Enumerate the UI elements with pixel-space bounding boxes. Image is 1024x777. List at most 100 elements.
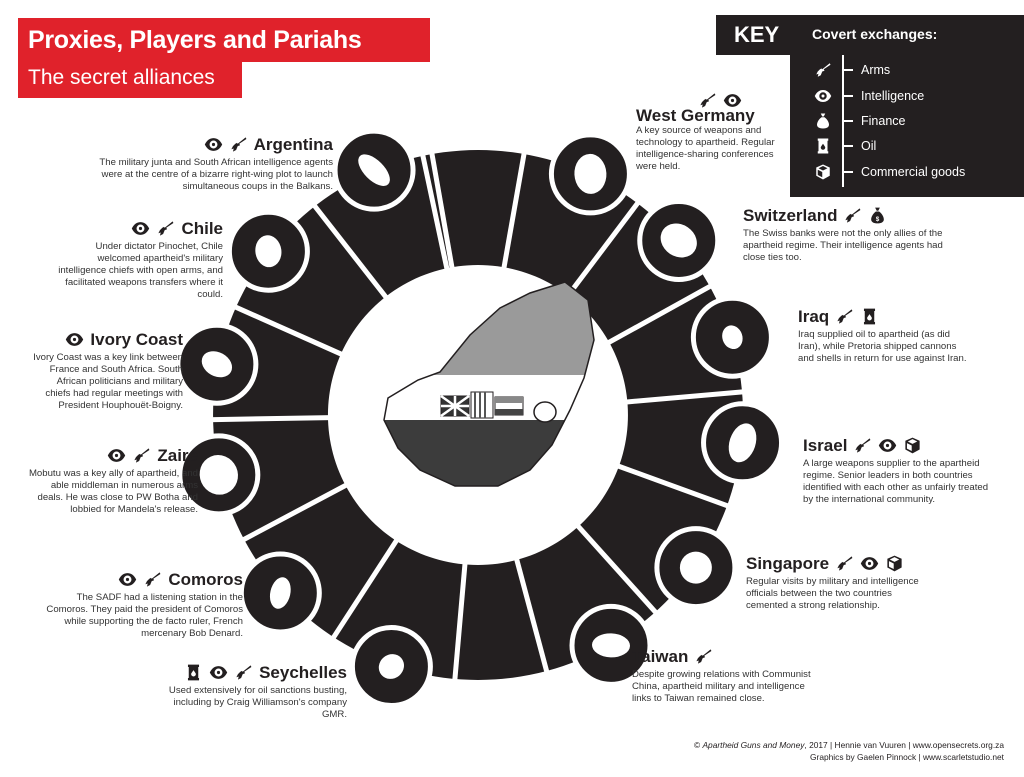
singapore-silhouette: [679, 551, 712, 584]
money-bag-icon: [814, 112, 832, 130]
seychelles-silhouette: [378, 654, 404, 679]
eye-icon: [118, 570, 137, 589]
box-icon: [885, 554, 904, 573]
header-banner: Proxies, Players and Pariahs: [18, 18, 430, 62]
key-label: KEY: [716, 15, 792, 55]
eye-icon: [860, 554, 879, 573]
country-name: Taiwan: [632, 646, 689, 666]
ring: [213, 150, 744, 680]
map-node-comoros: [238, 551, 322, 635]
country-name: Israel: [803, 435, 848, 455]
arms-icon: [156, 219, 175, 238]
key-item-oil: Oil: [814, 136, 876, 156]
ring-separator: [207, 415, 331, 423]
arms-icon: [853, 436, 872, 455]
ring-separator: [565, 197, 643, 299]
dutch-flag: [470, 391, 494, 419]
box-icon: [814, 163, 832, 181]
eye-icon: [209, 663, 228, 682]
map-node-israel: [701, 401, 785, 485]
arms-icon: [143, 570, 162, 589]
eye-icon: [107, 446, 126, 465]
arms-icon: [132, 446, 151, 465]
country-description: The SADF had a listening station in the …: [46, 592, 243, 639]
book-title: Apartheid Guns and Money: [702, 740, 805, 750]
switzerland-silhouette: [660, 223, 697, 258]
eye-icon: [814, 87, 832, 105]
chile-silhouette: [255, 235, 282, 268]
map-node-taiwan: [569, 603, 653, 687]
country-name: Comoros: [168, 569, 243, 589]
map-node-zaire: [177, 433, 261, 517]
oil-barrel-icon: [814, 137, 832, 155]
arms-icon: [694, 647, 713, 666]
box-icon: [903, 436, 922, 455]
ring-separator: [501, 148, 528, 270]
ring-separator: [328, 537, 400, 643]
key-heading: Covert exchanges:: [812, 26, 938, 42]
country-name: Iraq: [798, 306, 830, 326]
eye-icon: [131, 219, 150, 238]
map-node-seychelles: [349, 625, 433, 709]
eye-icon: [65, 330, 84, 349]
map-node-argentina: [332, 128, 416, 212]
ivory-coast-silhouette: [201, 351, 233, 378]
ring-separator: [625, 388, 748, 405]
ring-separator: [575, 523, 661, 618]
country-name: Ivory Coast: [90, 329, 183, 349]
arms-icon: [814, 61, 832, 79]
comoros-silhouette: [269, 577, 291, 609]
money-bag-icon: [868, 206, 887, 225]
ring-separator: [230, 302, 344, 358]
country-name: Argentina: [253, 134, 333, 154]
ring-separator: [451, 562, 468, 685]
ring-separator: [238, 482, 349, 544]
key-item-intelligence: Intelligence: [814, 86, 924, 106]
country-name: Chile: [181, 218, 223, 238]
country-name: Switzerland: [743, 205, 838, 225]
eye-icon: [878, 436, 897, 455]
arms-icon: [229, 135, 248, 154]
country-name: Singapore: [746, 553, 830, 573]
footer-credits: © Apartheid Guns and Money, 2017 | Henni…: [693, 740, 1004, 762]
west-germany-silhouette: [574, 153, 607, 194]
country-description: Despite growing relations with Communist…: [632, 669, 811, 704]
south-africa-map: [383, 281, 595, 487]
ring-separator: [513, 557, 551, 677]
eye-icon: [204, 135, 223, 154]
country-description: The Swiss banks were not the only allies…: [743, 228, 943, 263]
map-node-iraq: [690, 295, 774, 379]
oil-barrel-icon: [184, 663, 203, 682]
arms-icon: [843, 206, 862, 225]
key-legend: Covert exchanges: Arms Intelligence Fina…: [790, 15, 1024, 197]
country-name: Seychelles: [259, 662, 347, 682]
country-description: The military junta and South African int…: [99, 157, 333, 192]
map-node-chile: [226, 209, 310, 293]
country-name: Zaire: [157, 445, 198, 465]
country-description: Used extensively for oil sanctions busti…: [168, 685, 347, 720]
country-description: Ivory Coast was a key link between Franc…: [33, 352, 183, 411]
zaire-silhouette: [199, 454, 238, 495]
key-item-finance: Finance: [814, 111, 905, 131]
page-subtitle: The secret alliances: [18, 62, 242, 98]
ring-separator: [606, 281, 716, 346]
country-description: Mobutu was a key ally of apartheid, and …: [28, 468, 198, 515]
map-node-west-germany: [548, 132, 632, 216]
country-description: A key source of weapons and technology t…: [636, 125, 775, 172]
ring-separator: [428, 148, 455, 270]
key-item-arms: Arms: [814, 60, 890, 80]
taiwan-silhouette: [592, 633, 630, 658]
arms-icon: [835, 307, 854, 326]
country-description: Regular visits by military and intellige…: [746, 576, 919, 611]
page-title: Proxies, Players and Pariahs: [28, 26, 362, 54]
